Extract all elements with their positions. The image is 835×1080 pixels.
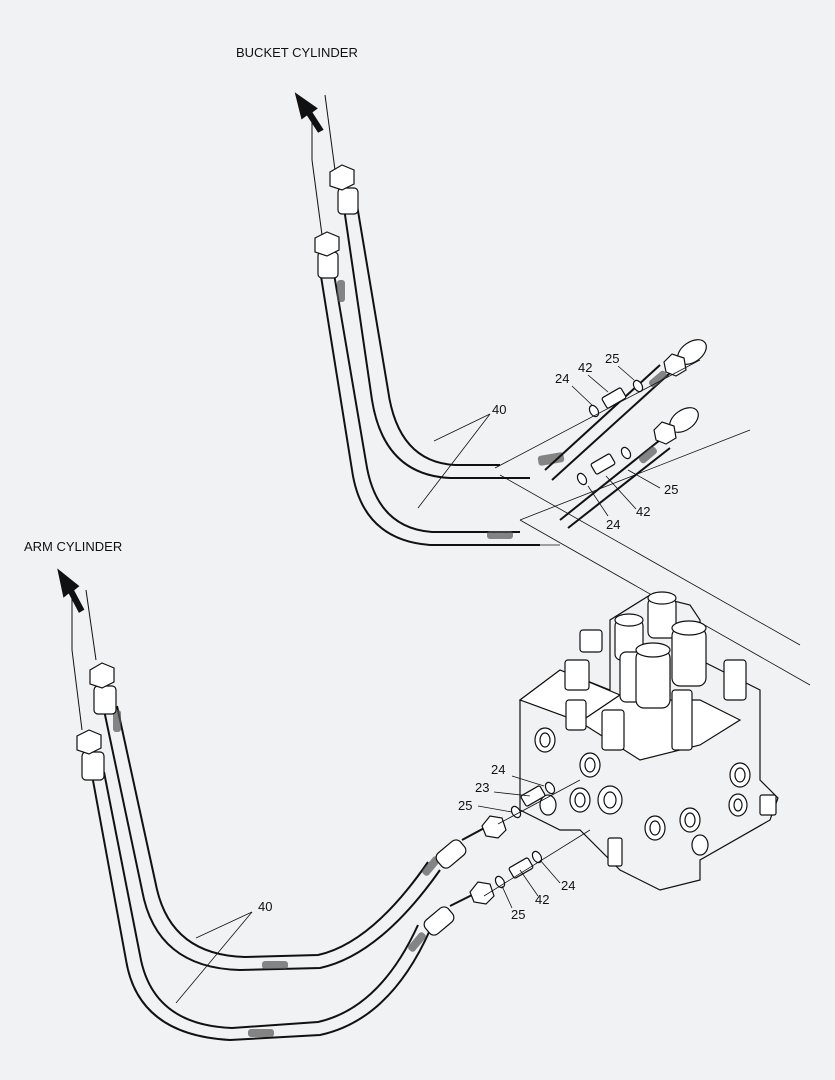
lower-fitting-parts xyxy=(494,781,556,889)
callout-upper-oring-25-bottom: 25 xyxy=(664,482,678,497)
callout-lower-hose-40: 40 xyxy=(258,899,272,914)
callout-upper-oring-24-bottom: 24 xyxy=(606,517,620,532)
callout-upper-adapter-42-top: 42 xyxy=(578,360,592,375)
callout-lower-oring-25: 25 xyxy=(511,907,525,922)
callout-upper-hose-40: 40 xyxy=(492,402,506,417)
upper-hose-assembly xyxy=(314,164,707,546)
callout-lower-adapter-42: 42 xyxy=(535,892,549,907)
arm-cylinder-direction-arrow xyxy=(57,568,97,731)
callout-upper-adapter-42-bottom: 42 xyxy=(636,504,650,519)
arm-cylinder-label: ARM CYLINDER xyxy=(24,539,122,554)
lower-leader-lines xyxy=(175,775,591,1004)
bucket-cylinder-direction-arrow xyxy=(294,92,336,236)
bucket-cylinder-label: BUCKET CYLINDER xyxy=(236,45,358,60)
lower-hose-assembly xyxy=(76,662,507,1042)
callout-valve-adapter-23: 23 xyxy=(475,780,489,795)
callout-valve-oring-24: 24 xyxy=(491,762,505,777)
upper-leader-lines xyxy=(417,359,811,686)
callout-upper-oring-24-top: 24 xyxy=(555,371,569,386)
control-valve-block xyxy=(518,591,779,891)
callout-lower-oring-24: 24 xyxy=(561,878,575,893)
callout-valve-oring-25: 25 xyxy=(458,798,472,813)
callout-upper-oring-25-top: 25 xyxy=(605,351,619,366)
